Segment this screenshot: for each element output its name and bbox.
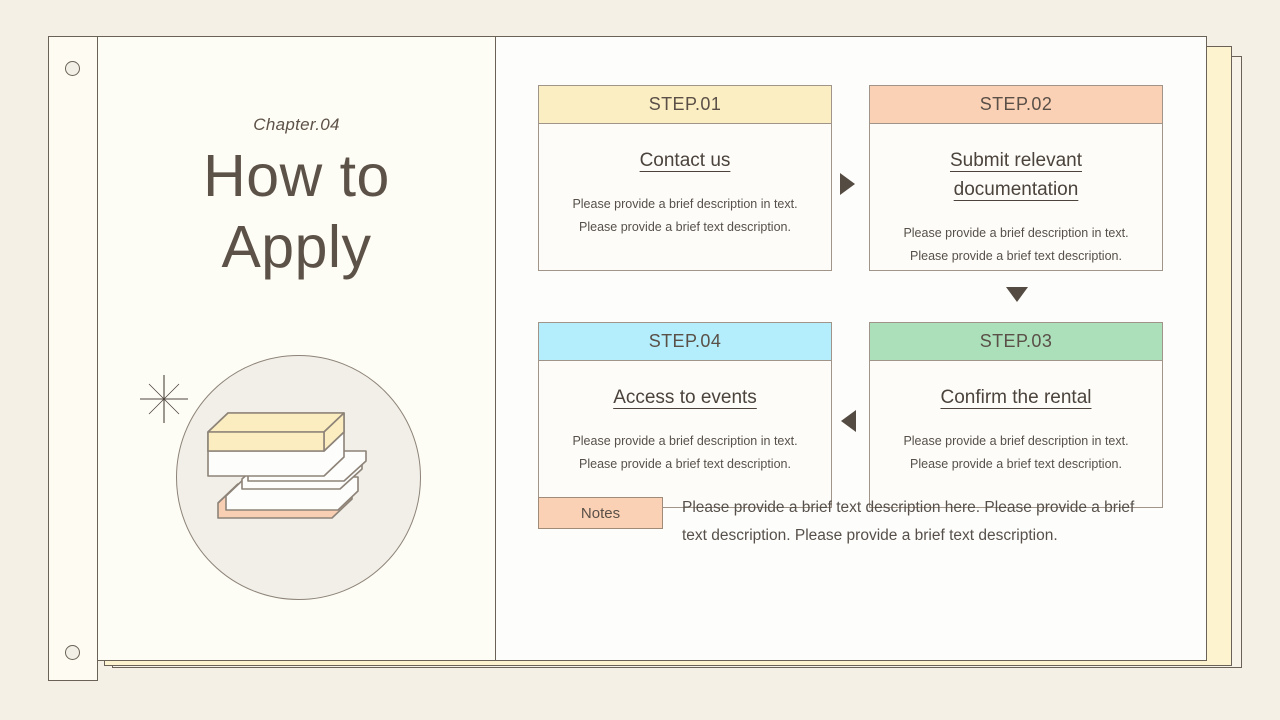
- step-description: Please provide a brief description in te…: [870, 430, 1162, 476]
- arrow-down-icon: [1006, 287, 1028, 302]
- step-description: Please provide a brief description in te…: [539, 430, 831, 476]
- step-card-body: Contact us Please provide a brief descri…: [539, 124, 831, 270]
- step-title: Access to events: [613, 387, 757, 408]
- step-card-step-02[interactable]: STEP.02 Submit relevant documentation Pl…: [869, 85, 1163, 271]
- illustration: [98, 341, 495, 641]
- step-card-body: Submit relevant documentation Please pro…: [870, 124, 1162, 270]
- book-stack-icon: [207, 412, 367, 519]
- steps-row-top: STEP.01 Contact us Please provide a brie…: [538, 85, 1163, 302]
- page-title-line-2: Apply: [221, 214, 372, 280]
- step-description-line-2: Please provide a brief text description.: [579, 220, 791, 234]
- steps-grid: STEP.01 Contact us Please provide a brie…: [538, 85, 1163, 508]
- sparkle-icon: [140, 375, 188, 423]
- step-card-header: STEP.02: [870, 86, 1162, 124]
- page-title: How to Apply: [98, 141, 495, 283]
- notes-text: Please provide a brief text description …: [682, 499, 1135, 544]
- step-description: Please provide a brief description in te…: [539, 193, 831, 239]
- step-card-header: STEP.03: [870, 323, 1162, 361]
- step-description-line-2: Please provide a brief text description.: [579, 457, 791, 471]
- step-description-line-1: Please provide a brief description in te…: [903, 434, 1129, 448]
- title-panel: Chapter.04 How to Apply: [98, 37, 496, 660]
- page-title-line-1: How to: [203, 143, 390, 209]
- step-description-line-1: Please provide a brief description in te…: [572, 434, 798, 448]
- step-card-body: Confirm the rental Please provide a brie…: [870, 361, 1162, 507]
- punch-hole-icon-top: [65, 61, 80, 76]
- step-card-header: STEP.04: [539, 323, 831, 361]
- steps-row-bottom: STEP.04 Access to events Please provide …: [538, 322, 1163, 508]
- slide-page: Chapter.04 How to Apply: [97, 36, 1207, 661]
- step-description-line-1: Please provide a brief description in te…: [572, 197, 798, 211]
- step-card-step-03[interactable]: STEP.03 Confirm the rental Please provid…: [869, 322, 1163, 508]
- step-title: Contact us: [639, 150, 731, 171]
- punch-hole-icon-bottom: [65, 645, 80, 660]
- arrow-right-icon: [840, 173, 855, 195]
- step-card-step-01[interactable]: STEP.01 Contact us Please provide a brie…: [538, 85, 832, 271]
- step-card-body: Access to events Please provide a brief …: [539, 361, 831, 507]
- step-title: Submit relevant documentation: [949, 150, 1082, 200]
- binder-spine: [48, 36, 98, 681]
- arrow-left-icon: [841, 410, 856, 432]
- step-card-header: STEP.01: [539, 86, 831, 124]
- step-title: Confirm the rental: [940, 387, 1092, 408]
- step-description-line-2: Please provide a brief text description.: [910, 249, 1122, 263]
- step-description-line-1: Please provide a brief description in te…: [903, 226, 1129, 240]
- notes-section: Notes Please provide a brief text descri…: [538, 494, 1178, 550]
- notes-badge: Notes: [538, 497, 663, 529]
- step-card-step-04[interactable]: STEP.04 Access to events Please provide …: [538, 322, 832, 508]
- content-panel: STEP.01 Contact us Please provide a brie…: [496, 37, 1206, 660]
- chapter-label: Chapter.04: [253, 115, 340, 134]
- step-description: Please provide a brief description in te…: [870, 222, 1162, 268]
- step-description-line-2: Please provide a brief text description.: [910, 457, 1122, 471]
